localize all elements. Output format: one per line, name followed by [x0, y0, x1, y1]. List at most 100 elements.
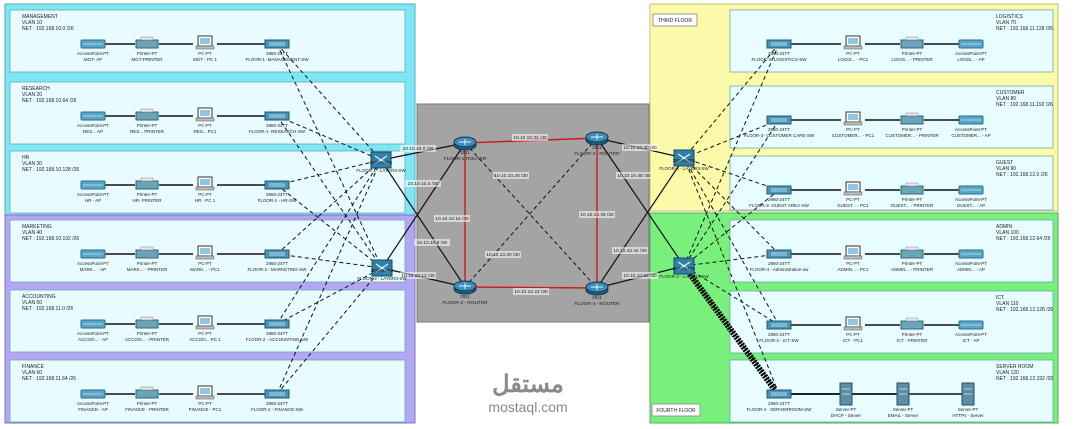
multilayer-switch-icon[interactable] [370, 151, 392, 169]
access-point-icon[interactable] [80, 249, 106, 259]
model-label-switch-ict: 2960-24TT [768, 332, 790, 337]
pc-icon[interactable] [843, 316, 863, 331]
server-room-net: NET : 192.168.12.192 /26 [996, 376, 1053, 382]
switch-icon[interactable] [766, 39, 792, 49]
link-label-r1_r4: 10.10.10.28 /30 [494, 173, 528, 179]
host-label-pc-adm: ADMIN... - PC1 [837, 267, 869, 272]
fourth-floor-label-box [651, 403, 701, 417]
trunk-link [683, 157, 780, 255]
host-label-ap-cus: CUSTOMER... - AP [951, 133, 990, 138]
switch-icon[interactable] [264, 39, 290, 49]
link-label-r1_r3: 10.10.10.32 /30 [513, 135, 547, 141]
switch-icon[interactable] [766, 249, 792, 259]
trunk-link [683, 157, 780, 395]
dept-vlan-gst: VLAN 90 [996, 166, 1016, 172]
model-label-printer-log: Printer-PT [902, 51, 923, 56]
host-label-switch-hr: FLOOR-1 - HR-SW [258, 198, 298, 203]
access-point-icon[interactable] [958, 320, 984, 330]
dept-net-hr: NET : 192.168.10.128 /26 [22, 167, 79, 173]
host-label-switch-server-room: FLOOR-4 - SERVERROOM-SW [747, 407, 812, 412]
printer-icon[interactable] [135, 386, 159, 399]
host-label-pc-hr: HR - PC 1 [195, 198, 216, 203]
switch-icon[interactable] [766, 320, 792, 330]
host-label-ap-fin: FINANCE - AP [78, 407, 108, 412]
switch-icon[interactable] [766, 185, 792, 195]
server-icon[interactable] [896, 382, 910, 406]
third-floor-label: THIRD FLOOR [658, 18, 692, 24]
access-point-icon[interactable] [80, 39, 106, 49]
router-icon[interactable] [585, 131, 609, 146]
dept-net-mgt: NET : 192.168.10.0 /26 [22, 26, 74, 32]
multilayer-switch-icon[interactable] [673, 257, 695, 275]
switch-icon[interactable] [264, 111, 290, 121]
access-point-icon[interactable] [80, 180, 106, 190]
router-label-r4: FLOOR-4 - ROUTER [574, 301, 620, 307]
switch-icon[interactable] [264, 249, 290, 259]
router-label-r1: FLOOR-1-ROUTER [444, 156, 487, 162]
multilayer-switch-icon[interactable] [673, 149, 695, 167]
printer-icon[interactable] [135, 246, 159, 259]
pc-icon[interactable] [843, 181, 863, 196]
model-label-switch-fin: 2960-24TT [266, 401, 288, 406]
printer-icon[interactable] [900, 36, 924, 49]
router-label-r2: FLOOR-2 - ROUTER [442, 300, 488, 306]
switch-icon[interactable] [264, 389, 290, 399]
host-label-pc-log: LOGIS... - PC1 [838, 57, 869, 62]
switch-icon[interactable] [264, 180, 290, 190]
model-label-ap-adm: AccessPoint-PT [955, 261, 987, 266]
access-point-icon[interactable] [80, 111, 106, 121]
pc-icon[interactable] [195, 176, 215, 191]
trunk-link [276, 267, 383, 395]
printer-icon[interactable] [135, 316, 159, 329]
pc-icon[interactable] [195, 35, 215, 50]
model-label-pc-ict: PC-PT [846, 332, 860, 337]
printer-icon[interactable] [135, 108, 159, 121]
dept-vlan-fin: VLAN 60 [22, 370, 42, 376]
trunk-link [276, 115, 382, 161]
pc-icon[interactable] [843, 245, 863, 260]
access-point-icon[interactable] [958, 185, 984, 195]
access-point-icon[interactable] [80, 389, 106, 399]
link-label-bg [493, 172, 529, 179]
multilayer-switch-icon[interactable] [371, 259, 393, 277]
dept-name-ict: ICT [996, 295, 1004, 301]
server-label-2: HTTPs - Server [952, 413, 984, 418]
switch-icon[interactable] [766, 115, 792, 125]
pc-icon[interactable] [195, 245, 215, 260]
server-icon[interactable] [839, 382, 853, 406]
router-icon[interactable] [453, 280, 477, 295]
router-link [464, 286, 598, 289]
link-label-r3_r4: 10.10.10.36 /30 [580, 212, 614, 218]
printer-icon[interactable] [900, 246, 924, 259]
server-icon[interactable] [961, 382, 975, 406]
switch-icon[interactable] [766, 389, 792, 399]
router-icon[interactable] [453, 136, 477, 151]
pc-icon[interactable] [843, 35, 863, 50]
dept-name-fin: FINANCE [22, 364, 45, 370]
access-point-icon[interactable] [958, 115, 984, 125]
pc-icon[interactable] [195, 107, 215, 122]
mls-label-l3f2: FLOOR-2 - LAYER3-SW [357, 276, 407, 281]
switch-icon[interactable] [264, 319, 290, 329]
access-point-icon[interactable] [958, 39, 984, 49]
access-point-icon[interactable] [80, 319, 106, 329]
access-point-icon[interactable] [958, 249, 984, 259]
printer-icon[interactable] [135, 36, 159, 49]
host-label-switch-gst: FLOOR-3- GUEST AREA-SW [749, 203, 809, 208]
printer-icon[interactable] [135, 177, 159, 190]
printer-icon[interactable] [900, 182, 924, 195]
router-icon[interactable] [585, 281, 609, 296]
model-label-pc-acc: PC-PT [198, 331, 212, 336]
printer-icon[interactable] [900, 317, 924, 330]
router-label-r3: FLOOR-3 - ROUTER [574, 151, 620, 157]
model-label-pc-cus: PC-PT [846, 127, 860, 132]
pc-icon[interactable] [843, 111, 863, 126]
pc-icon[interactable] [195, 385, 215, 400]
pc-icon[interactable] [195, 315, 215, 330]
printer-icon[interactable] [900, 112, 924, 125]
link-label-bg [400, 145, 436, 152]
mls-label-l3f4: FLOOR-4 - LAYER3-SW [659, 274, 709, 279]
host-label-switch-cus: FLOOR-3- CUSTOMER CARE-SW [744, 133, 815, 138]
link-label-l2_r1: 10.10.10.8 /30 [417, 240, 448, 246]
mls-label-l3f3: FLOOR-3 - LAYER3-SW [659, 166, 709, 171]
